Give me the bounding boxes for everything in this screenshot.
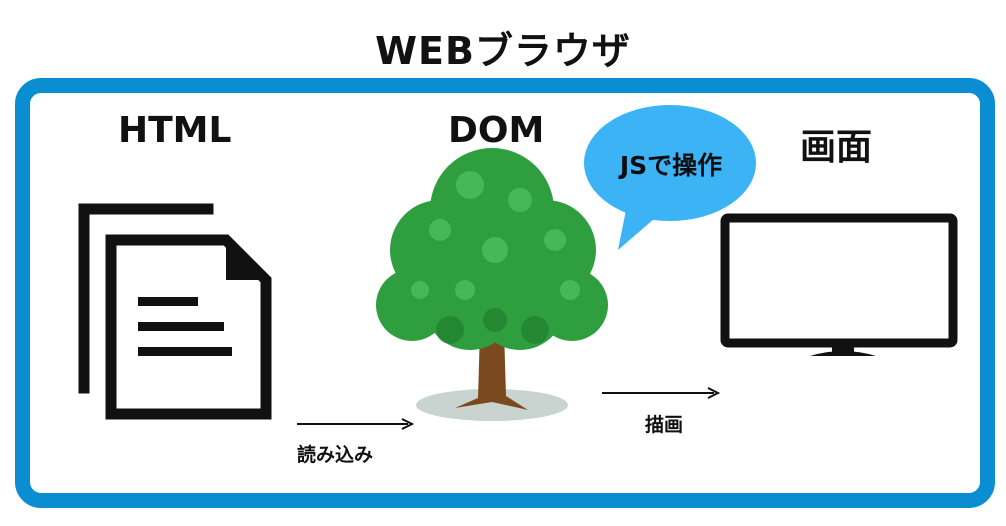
bubble-text: JSで操作	[619, 151, 723, 180]
html-label: HTML	[118, 110, 232, 151]
arrow-right-icon	[602, 387, 721, 399]
browser-title: WEBブラウザ	[375, 29, 631, 73]
document-icon	[78, 203, 272, 420]
arrow-right-icon	[297, 418, 415, 430]
screen-label: 画面	[800, 127, 873, 168]
read-label: 読み込み	[297, 444, 374, 466]
tree-icon	[376, 148, 608, 421]
draw-label: 描画	[645, 414, 684, 436]
monitor-icon	[720, 213, 958, 356]
dom-label: DOM	[448, 110, 545, 151]
speech-bubble-icon	[584, 105, 756, 250]
